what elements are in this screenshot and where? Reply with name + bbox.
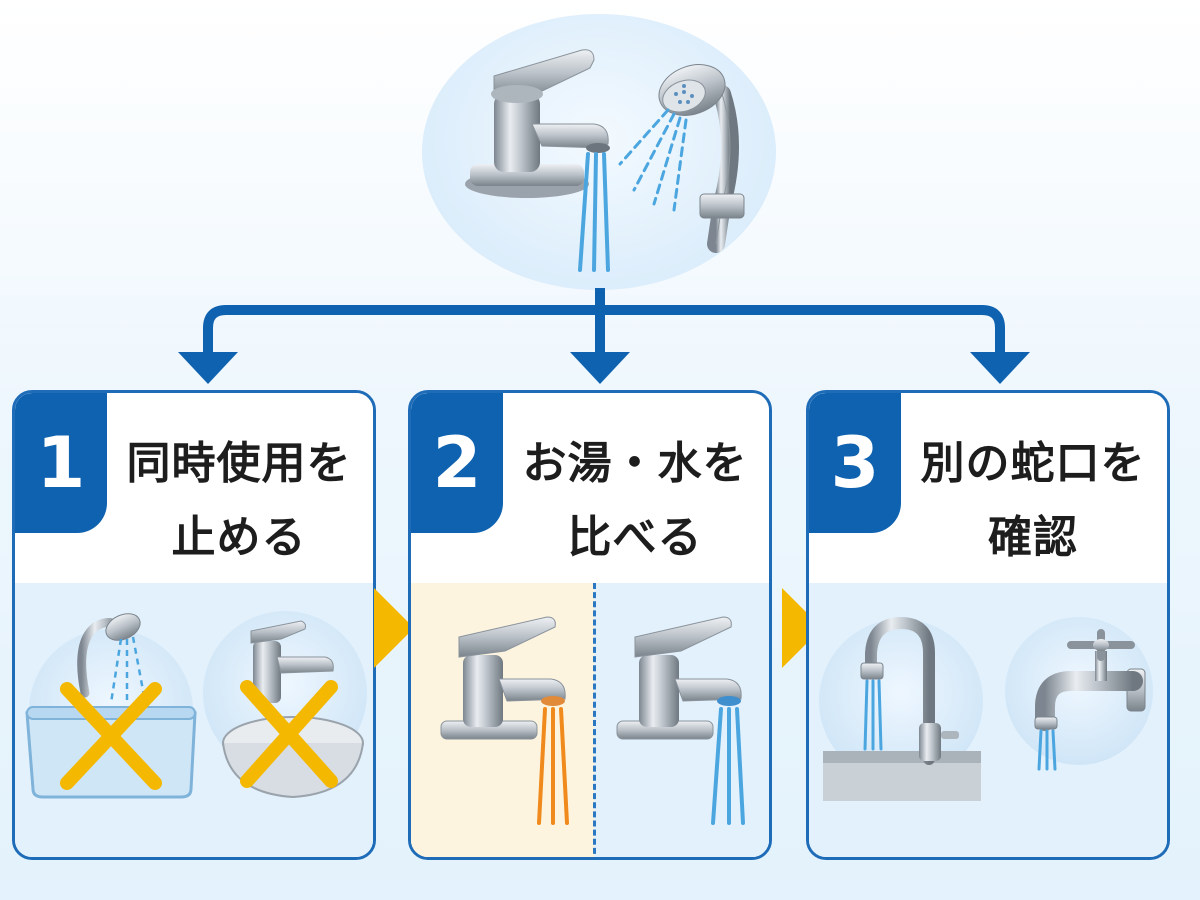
step-header: 1 同時使用を 止める [15, 393, 373, 583]
arrow-down-step1 [178, 352, 238, 384]
next-step-arrow-2 [782, 588, 822, 668]
faucet-cold-water-icon [616, 616, 745, 825]
faucet-hot-water-icon [440, 616, 569, 825]
step-number-badge: 1 [15, 393, 107, 533]
flow-connector [178, 288, 1030, 384]
sink-faucet-crossed-icon [222, 620, 364, 799]
step-title: 同時使用を 止める [111, 427, 367, 575]
step-title-line1: 別の蛇口を [920, 438, 1146, 489]
step-title-line1: 同時使用を [126, 438, 352, 489]
step-title-line1: お湯・水を [522, 438, 748, 489]
next-step-arrow-1 [374, 588, 414, 668]
step-header: 3 別の蛇口を 確認 [809, 393, 1167, 583]
step-illustration [15, 583, 373, 857]
arrow-down-step2 [570, 352, 630, 384]
hero-illustration [422, 14, 776, 290]
step-number-badge: 3 [809, 393, 901, 533]
outdoor-tap-icon [1034, 629, 1146, 771]
step-card-1: 1 同時使用を 止める [12, 390, 376, 860]
shower-head-icon [618, 64, 745, 253]
step-title: お湯・水を 比べる [507, 427, 763, 575]
shower-basin-crossed-icon [25, 613, 197, 799]
faucet-icon [465, 49, 610, 272]
arrow-down-step3 [970, 352, 1030, 384]
step-title-line2: 比べる [567, 512, 703, 563]
step-card-3: 3 別の蛇口を 確認 [806, 390, 1170, 860]
step-number-badge: 2 [411, 393, 503, 533]
step-header: 2 お湯・水を 比べる [411, 393, 769, 583]
step-title: 別の蛇口を 確認 [905, 427, 1161, 575]
step-title-line2: 止める [171, 512, 307, 563]
step-card-2: 2 お湯・水を 比べる [408, 390, 772, 860]
step-title-line2: 確認 [988, 512, 1078, 563]
kitchen-faucet-icon [823, 616, 981, 801]
step-illustration [411, 583, 769, 857]
step-illustration [809, 583, 1167, 857]
panel-divider [593, 583, 596, 857]
